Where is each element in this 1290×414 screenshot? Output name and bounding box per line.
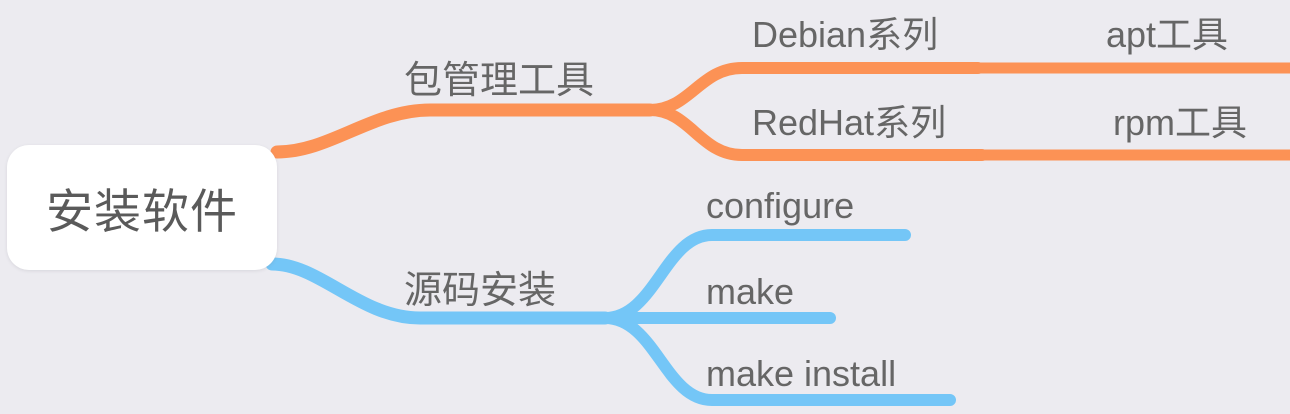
node-redhat-family[interactable]: RedHat系列 <box>752 102 947 143</box>
root-node[interactable]: 安装软件 <box>7 145 277 270</box>
node-rpm-tool[interactable]: rpm工具 <box>1113 102 1247 143</box>
branch-root-to-source-install <box>265 257 612 325</box>
node-make-install[interactable]: make install <box>706 353 897 394</box>
node-make[interactable]: make <box>706 271 795 312</box>
root-node-label: 安装软件 <box>46 185 238 238</box>
node-apt-tool[interactable]: apt工具 <box>1106 14 1229 55</box>
branch-source-install-to-make-install <box>599 312 956 406</box>
node-package-management-tools[interactable]: 包管理工具 <box>404 60 595 102</box>
branch-package-tools-to-redhat <box>644 104 988 161</box>
node-source-install[interactable]: 源码安装 <box>404 270 557 312</box>
node-debian-family[interactable]: Debian系列 <box>752 14 939 55</box>
node-configure[interactable]: configure <box>706 185 855 226</box>
branch-root-to-package-tools <box>270 103 657 159</box>
